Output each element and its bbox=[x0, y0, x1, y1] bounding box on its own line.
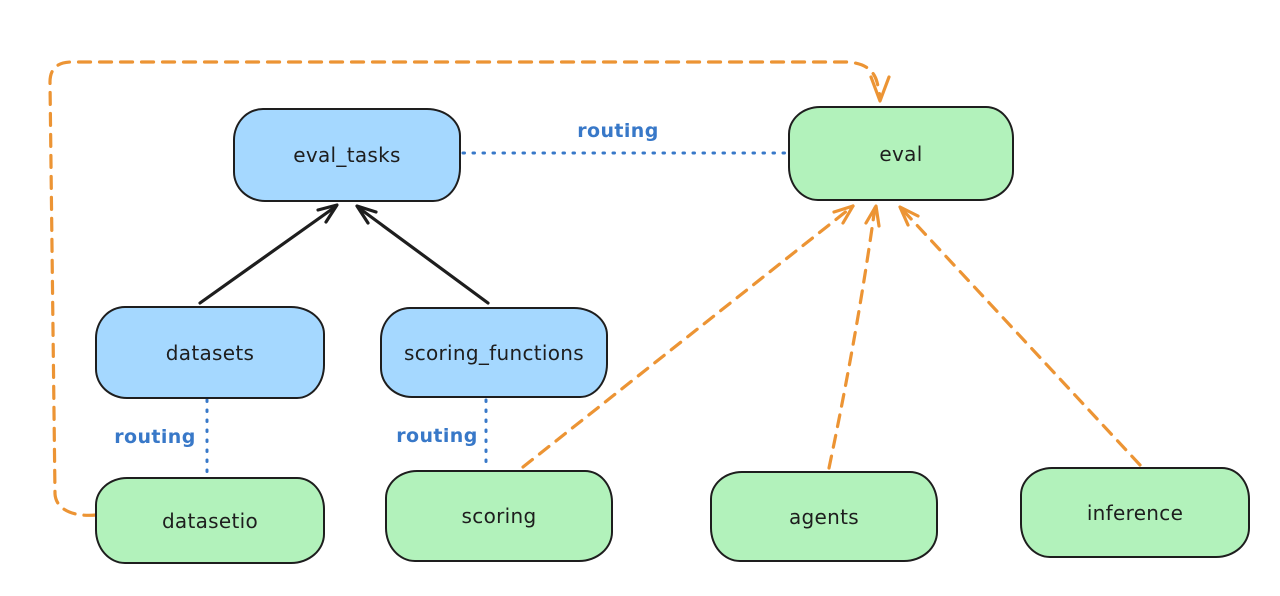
node-eval-tasks-label: eval_tasks bbox=[293, 143, 401, 167]
node-inference-label: inference bbox=[1086, 500, 1184, 525]
edge-inference-to-eval bbox=[898, 205, 1142, 467]
edge-label-routing-datasets-datasetio: routing bbox=[114, 426, 196, 448]
node-agents: agents bbox=[710, 471, 938, 562]
edge-datasetio-to-eval bbox=[48, 60, 891, 517]
node-scoring-label: scoring bbox=[461, 504, 537, 528]
node-datasets: datasets bbox=[95, 306, 325, 399]
node-inference: inference bbox=[1020, 467, 1250, 558]
node-eval-label: eval bbox=[879, 141, 923, 166]
node-datasetio: datasetio bbox=[95, 477, 325, 564]
node-eval-tasks: eval_tasks bbox=[233, 108, 461, 202]
node-scoring: scoring bbox=[385, 470, 613, 562]
node-scoring-functions: scoring_functions bbox=[380, 307, 608, 398]
edge-scoring-functions-to-eval-tasks bbox=[355, 204, 490, 305]
node-datasetio-label: datasetio bbox=[161, 508, 259, 533]
node-agents-label: agents bbox=[789, 504, 859, 529]
edge-label-routing-scoring-functions-scoring: routing bbox=[396, 425, 478, 447]
edge-datasets-to-eval-tasks bbox=[198, 203, 339, 305]
node-eval: eval bbox=[788, 106, 1014, 201]
node-datasets-label: datasets bbox=[165, 340, 255, 365]
edge-agents-to-eval bbox=[827, 204, 881, 470]
edge-label-routing-eval-tasks-eval: routing bbox=[577, 120, 659, 142]
node-scoring-functions-label: scoring_functions bbox=[403, 340, 585, 365]
edge-scoring-to-eval bbox=[521, 204, 855, 469]
